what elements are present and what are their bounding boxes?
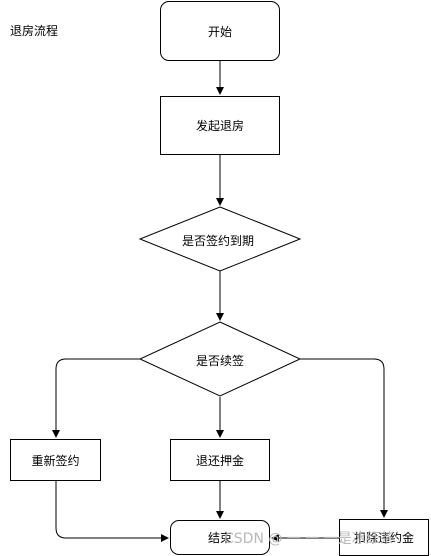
node-initiate-checkout: 发起退房	[160, 96, 280, 155]
csdn-watermark: CSDN @ 一 一 一是冰红茶	[224, 531, 394, 547]
node-deduct-breach: 扣除违约金	[339, 519, 429, 556]
node-start: 开始	[160, 1, 280, 61]
decision-renew-shape	[138, 321, 302, 397]
decision-contract-expired-label: 是否签约到期	[182, 234, 255, 248]
decision-renew-label: 是否续签	[196, 354, 245, 368]
diagram-title: 退房流程	[10, 24, 59, 38]
edge-renew-to-resign	[52, 358, 140, 438]
node-end: 结束	[170, 520, 270, 555]
edge-resign-to-end	[55, 481, 169, 542]
node-re-sign: 重新签约	[10, 439, 101, 481]
decision-contract-expired-shape	[138, 206, 302, 272]
edge-renew-to-deduct	[300, 358, 388, 518]
node-refund-deposit: 退还押金	[170, 439, 270, 481]
